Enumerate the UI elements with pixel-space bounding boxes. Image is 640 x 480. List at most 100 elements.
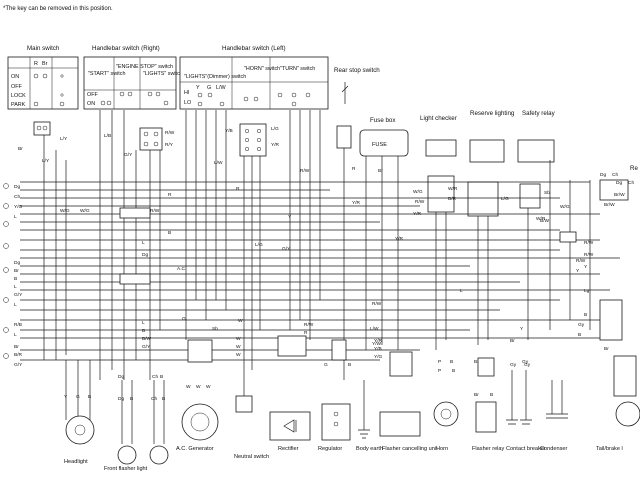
front-flasher-light-left: Dg B Front flasher light (104, 380, 148, 472)
svg-text:L/B: L/B (104, 133, 111, 139)
svg-text:Ch: Ch (628, 180, 634, 186)
svg-text:Y: Y (196, 85, 200, 91)
svg-text:R/W: R/W (304, 322, 314, 328)
svg-text:W/G: W/G (560, 204, 570, 210)
handlebar-right-row-on: ON (87, 101, 95, 107)
handlebar-right-title: Handlebar switch (Right) (92, 45, 160, 52)
svg-text:Br/W: Br/W (604, 202, 615, 208)
svg-text:B/R: B/R (448, 196, 457, 202)
svg-text:R/W: R/W (415, 199, 425, 205)
svg-text:Y/G: Y/G (374, 354, 383, 360)
main-switch: Main switch R Br ON OFF LOCK PARK L/Y L/… (7, 45, 79, 164)
flasher-relay-label: Flasher relay (472, 446, 505, 452)
svg-text:Y/W: Y/W (372, 341, 382, 347)
svg-text:Br: Br (378, 168, 383, 174)
svg-text:B: B (142, 328, 145, 334)
handlebar-right-start: "START" switch (88, 71, 125, 77)
main-switch-row-park: PARK (11, 102, 26, 108)
svg-text:W/R: W/R (536, 216, 546, 222)
svg-text:R/B: R/B (14, 322, 22, 328)
svg-text:W: W (196, 384, 201, 390)
svg-text:B: B (88, 394, 91, 400)
handlebar-left-dimmer: "LIGHTS"(Dimmer) switch (184, 74, 246, 80)
svg-text:Y/B: Y/B (374, 346, 382, 352)
handlebar-left-turn: "TURN" switch (280, 66, 315, 72)
contact-breaker-label: Contact breaker (506, 446, 546, 452)
handlebar-left-title: Handlebar switch (Left) (222, 45, 286, 52)
handlebar-switch-right: Handlebar switch (Right) "START" switch … (83, 45, 183, 158)
handlebar-right-row-off: OFF (87, 92, 98, 98)
svg-text:W: W (186, 384, 191, 390)
middle-wire-labels: L/G G/Y Y/R B L Dg A.C. R/W G Y L/W W/G … (60, 192, 594, 347)
handlebar-right-lights: "LIGHTS" switch (143, 71, 183, 77)
left-edge-labels: Dg Ch Y/G L Dg Br B L G/Y L R/B L Br B/R… (3, 183, 23, 368)
handlebar-switch-left: Handlebar switch (Left) "LIGHTS"(Dimmer)… (179, 45, 329, 166)
svg-text:B/W: B/W (142, 336, 152, 342)
flasher-cancelling-unit: Flasher cancelling unit (379, 351, 438, 452)
svg-text:G/Y: G/Y (14, 292, 23, 298)
front-flasher-light-right: Ch B (149, 380, 169, 465)
edge-label-right: Re (630, 165, 638, 172)
neutral-switch-label: Neutral switch (234, 454, 269, 460)
svg-text:W/G: W/G (60, 208, 70, 214)
svg-text:B: B (584, 312, 587, 318)
svg-text:Gy: Gy (510, 362, 517, 368)
svg-text:L: L (14, 302, 17, 308)
svg-text:L/W: L/W (216, 85, 226, 91)
flasher-relay: Br B Flasher relay (472, 357, 505, 452)
svg-text:L/W: L/W (214, 160, 223, 166)
handlebar-left-horn: "HORN" switch (244, 66, 280, 72)
body-earth: Body earth (356, 380, 383, 452)
svg-text:R: R (236, 186, 240, 192)
svg-text:Y/R: Y/R (395, 236, 404, 242)
condenser-label: Condenser (540, 446, 568, 452)
main-switch-wire-ly-2: L/Y (42, 158, 50, 164)
svg-text:Br/W: Br/W (614, 192, 625, 198)
svg-text:Br: Br (604, 346, 609, 352)
fuse-box: Fuse box FUSE R Br (352, 117, 409, 174)
svg-text:B: B (450, 359, 453, 365)
regulator-label: Regulator (318, 446, 342, 452)
svg-text:Ch: Ch (152, 374, 158, 380)
svg-text:Y: Y (520, 326, 524, 332)
main-switch-row-lock: LOCK (11, 93, 26, 99)
svg-text:R/W: R/W (300, 168, 310, 174)
svg-text:R/W: R/W (150, 208, 160, 214)
svg-text:Dg: Dg (118, 374, 124, 380)
handlebar-left-row-lo: LO (184, 100, 191, 106)
svg-text:A.C.: A.C. (177, 266, 186, 272)
main-switch-wire-ly-1: L/Y (60, 136, 68, 142)
svg-text:Br: Br (474, 359, 479, 365)
svg-text:L: L (14, 284, 17, 290)
svg-text:L/G: L/G (271, 126, 279, 132)
svg-text:Dg: Dg (600, 172, 606, 178)
front-flasher-light-label: Front flasher light (104, 466, 148, 472)
main-switch-head-r: R (34, 61, 38, 67)
svg-text:R: R (304, 330, 308, 336)
svg-text:Sb: Sb (212, 326, 218, 332)
svg-text:L/W: L/W (370, 326, 379, 332)
svg-text:B/W: B/W (540, 218, 550, 224)
neutral-switch: Neutral switch (234, 370, 269, 460)
svg-text:W: W (206, 384, 211, 390)
safety-relay-title: Safety relay (522, 110, 556, 117)
ac-generator-label: A.C. Generator (176, 446, 214, 452)
svg-text:Y: Y (576, 268, 580, 274)
svg-text:B: B (14, 276, 17, 282)
svg-text:L: L (142, 240, 145, 246)
upper-wire-labels: W/G R/W R Y/R W/R Dg Ch Br/W (80, 172, 618, 222)
svg-text:R/W: R/W (584, 252, 594, 258)
svg-text:G/Y: G/Y (14, 362, 23, 368)
svg-text:B/R: B/R (14, 352, 23, 358)
svg-text:Y/B: Y/B (225, 128, 233, 134)
svg-text:G: G (324, 362, 328, 368)
svg-text:R: R (352, 166, 356, 172)
tail-brake-light-label: Tail/brake l (596, 446, 623, 452)
flasher-cancelling-unit-label: Flasher cancelling unit (382, 446, 438, 452)
svg-text:Br: Br (14, 268, 19, 274)
main-switch-head-br: Br (42, 61, 48, 67)
body-earth-label: Body earth (356, 446, 383, 452)
svg-text:Y: Y (584, 264, 588, 270)
svg-text:W: W (238, 318, 243, 324)
main-switch-row-on: ON (11, 74, 19, 80)
